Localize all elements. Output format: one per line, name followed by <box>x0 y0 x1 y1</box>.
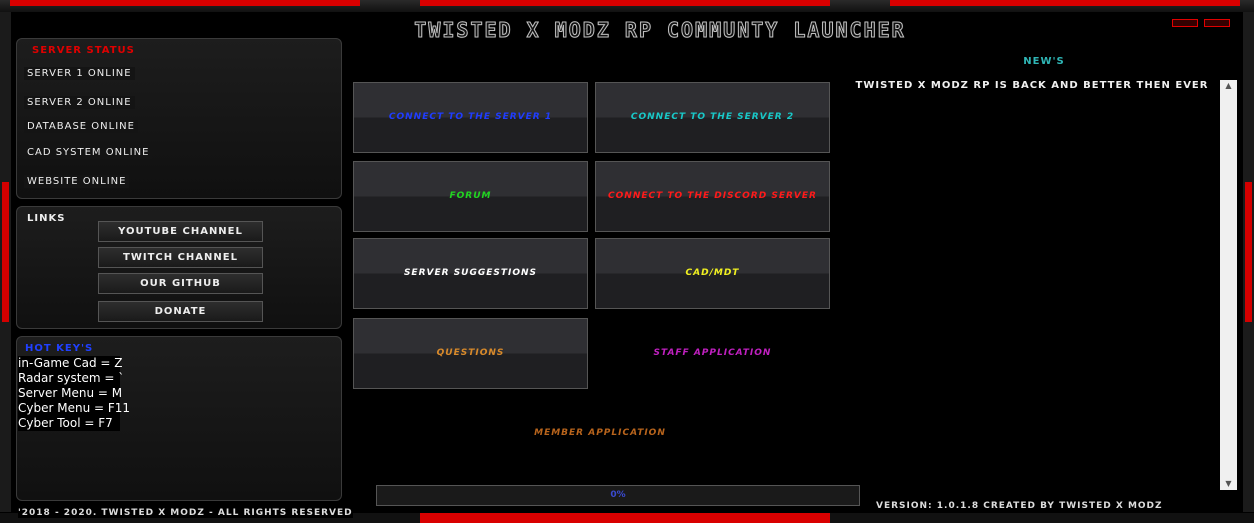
member-application-link[interactable]: MEMBER APPLICATION <box>534 428 666 438</box>
connect-discord-button[interactable]: CONNECT TO THE DISCORD SERVER <box>595 161 830 232</box>
hotkey-item: Cyber Menu = F11 <box>18 401 131 415</box>
cad-mdt-label: CAD/MDT <box>685 268 740 278</box>
close-button[interactable] <box>1204 19 1230 27</box>
news-panel: TWISTED X MODZ RP IS BACK AND BETTER THE… <box>843 80 1237 490</box>
staff-application-link[interactable]: STAFF APPLICATION <box>653 348 772 358</box>
progress-label: 0% <box>610 490 626 500</box>
server-suggestions-button[interactable]: SERVER SUGGESTIONS <box>353 238 588 309</box>
top-frame-accent-right <box>890 0 1240 6</box>
copyright-text: '2018 - 2020. TWISTED X MODZ - ALL RIGHT… <box>18 508 353 518</box>
donate-button[interactable]: DONATE <box>98 301 263 322</box>
connect-server-1-button[interactable]: CONNECT TO THE SERVER 1 <box>353 82 588 153</box>
window-top-frame <box>0 0 1254 12</box>
server-suggestions-label: SERVER SUGGESTIONS <box>403 268 538 278</box>
scroll-down-icon[interactable]: ▼ <box>1225 479 1232 488</box>
hotkey-item: Radar system = ` <box>18 371 125 385</box>
links-panel: LINKS YOUTUBE CHANNEL TWITCH CHANNEL OUR… <box>16 206 342 329</box>
launch-progress-bar: 0% <box>376 485 860 506</box>
status-server-1: SERVER 1 ONLINE <box>24 67 135 80</box>
top-frame-accent-mid <box>420 0 830 6</box>
questions-label: QUESTIONS <box>436 348 505 358</box>
status-cad-system: CAD SYSTEM ONLINE <box>24 146 153 159</box>
connect-discord-label: CONNECT TO THE DISCORD SERVER <box>608 191 817 201</box>
server-status-panel: SERVER STATUS SERVER 1 ONLINE SERVER 2 O… <box>16 38 342 199</box>
forum-button[interactable]: FORUM <box>353 161 588 232</box>
cad-mdt-button[interactable]: CAD/MDT <box>595 238 830 309</box>
connect-server-2-button[interactable]: CONNECT TO THE SERVER 2 <box>595 82 830 153</box>
status-website: WEBSITE ONLINE <box>24 175 130 188</box>
status-server-2: SERVER 2 ONLINE <box>24 96 135 109</box>
server-status-title: SERVER STATUS <box>32 45 135 56</box>
questions-button[interactable]: QUESTIONS <box>353 318 588 389</box>
twitch-channel-button[interactable]: TWITCH CHANNEL <box>98 247 263 268</box>
top-frame-accent-left <box>10 0 360 6</box>
github-button[interactable]: OUR GITHUB <box>98 273 263 294</box>
status-database: DATABASE ONLINE <box>24 120 138 133</box>
news-body: TWISTED X MODZ RP IS BACK AND BETTER THE… <box>855 80 1209 91</box>
forum-label: FORUM <box>449 191 492 201</box>
window-right-frame <box>1243 12 1254 512</box>
right-frame-accent <box>1245 182 1252 322</box>
hotkeys-title: HOT KEY'S <box>25 343 94 354</box>
left-frame-accent <box>2 182 9 322</box>
news-title: NEW'S <box>1023 56 1065 67</box>
window-bottom-frame <box>0 513 1254 523</box>
app-title: TWISTED X MODZ RP COMMUNTY LAUNCHER <box>414 18 906 43</box>
hotkey-item: in-Game Cad = Z <box>18 356 123 370</box>
version-text: VERSION: 1.0.1.8 CREATED BY TWISTED X MO… <box>876 501 1163 511</box>
bottom-frame-accent <box>420 513 830 523</box>
news-scrollbar[interactable]: ▲ ▼ <box>1220 80 1237 490</box>
scroll-up-icon[interactable]: ▲ <box>1225 81 1232 90</box>
hotkeys-list: in-Game Cad = Z Radar system = ` Server … <box>18 356 131 431</box>
window-left-frame <box>0 12 11 512</box>
hotkey-item: Cyber Tool = F7 <box>18 416 113 430</box>
youtube-channel-button[interactable]: YOUTUBE CHANNEL <box>98 221 263 242</box>
minimize-button[interactable] <box>1172 19 1198 27</box>
links-title: LINKS <box>27 213 66 224</box>
hotkey-item: Server Menu = M <box>18 386 123 400</box>
connect-server-1-label: CONNECT TO THE SERVER 1 <box>388 112 553 122</box>
connect-server-2-label: CONNECT TO THE SERVER 2 <box>630 112 795 122</box>
